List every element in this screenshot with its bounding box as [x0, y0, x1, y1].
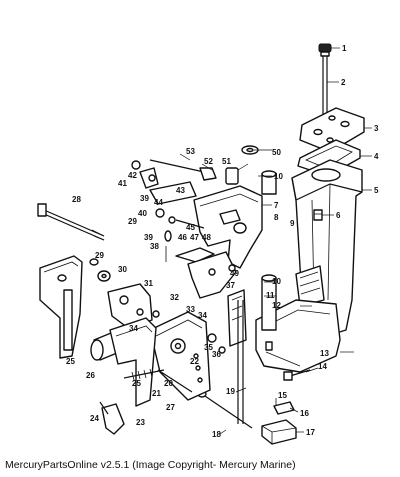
- callout-8: 8: [274, 213, 279, 222]
- trim-tab: [99, 401, 125, 435]
- callout-36: 36: [212, 350, 221, 359]
- plate-bracket: [107, 283, 160, 329]
- callout-13: 13: [320, 349, 329, 358]
- vertical-shaft: [237, 300, 244, 424]
- callout-2: 2: [341, 78, 346, 87]
- callout-10a: 10: [274, 172, 283, 181]
- bolt-14: [283, 369, 311, 381]
- swivel-tube: [261, 170, 277, 331]
- callout-20: 20: [164, 379, 173, 388]
- callout-30: 30: [118, 265, 127, 274]
- callout-48: 48: [202, 233, 211, 242]
- swivel-bracket: [193, 185, 263, 347]
- callout-33: 33: [186, 305, 195, 314]
- callout-26: 26: [86, 371, 95, 380]
- callout-34b: 34: [129, 324, 138, 333]
- callout-21: 21: [152, 389, 161, 398]
- callout-labels: 1 2 3 4 5 6 7 8 9 10 10 11 12 13 14 15 1…: [66, 44, 379, 439]
- left-bracket: [39, 255, 83, 359]
- small-parts-29-30: [89, 258, 111, 282]
- rubber-mount: [295, 265, 325, 307]
- long-bolt-28: [37, 203, 105, 241]
- callout-29a: 29: [128, 217, 137, 226]
- side-bracket: [109, 317, 157, 407]
- long-rod-18: [197, 390, 253, 429]
- callout-49: 49: [230, 269, 239, 278]
- top-plate: [299, 107, 365, 153]
- callout-42: 42: [128, 171, 137, 180]
- callout-12: 12: [272, 301, 281, 310]
- callout-51: 51: [222, 157, 231, 166]
- callout-41: 41: [118, 179, 127, 188]
- callout-47: 47: [190, 233, 199, 242]
- callout-32: 32: [170, 293, 179, 302]
- callout-35: 35: [204, 343, 213, 352]
- callout-22: 22: [190, 357, 199, 366]
- callout-7: 7: [274, 201, 279, 210]
- callout-31: 31: [144, 279, 153, 288]
- pin-20: [157, 369, 193, 393]
- callout-18: 18: [212, 430, 221, 439]
- callout-23: 23: [136, 418, 145, 427]
- parts-diagram: 1 2 3 4 5 6 7 8 9 10 10 11 12 13 14 15 1…: [37, 43, 379, 445]
- callout-46: 46: [178, 233, 187, 242]
- callout-24: 24: [90, 414, 99, 423]
- callout-53: 53: [186, 147, 195, 156]
- callout-9: 9: [290, 219, 295, 228]
- callout-27: 27: [166, 403, 175, 412]
- callout-4: 4: [374, 152, 379, 161]
- callout-19: 19: [226, 387, 235, 396]
- callout-45: 45: [186, 223, 195, 232]
- clamp-pieces: [261, 398, 297, 445]
- callout-40: 40: [138, 209, 147, 218]
- callout-25a: 25: [132, 379, 141, 388]
- callout-6: 6: [336, 211, 341, 220]
- callout-29b: 29: [95, 251, 104, 260]
- callout-16: 16: [300, 409, 309, 418]
- callout-5: 5: [374, 186, 379, 195]
- callout-44: 44: [154, 198, 163, 207]
- lower-mount-cover: [255, 299, 341, 373]
- spring-bolt: [123, 368, 165, 381]
- leader-lines: [179, 47, 372, 435]
- small-fitting: [313, 209, 323, 221]
- callout-38: 38: [150, 242, 159, 251]
- callout-1: 1: [342, 44, 347, 53]
- pins-washers: [155, 208, 205, 262]
- trim-link: [175, 247, 237, 299]
- callout-39b: 39: [144, 233, 153, 242]
- callout-37: 37: [226, 281, 235, 290]
- callout-3: 3: [374, 124, 379, 133]
- callout-15: 15: [278, 391, 287, 400]
- callout-25b: 25: [66, 357, 75, 366]
- callout-10b: 10: [272, 277, 281, 286]
- callout-14: 14: [318, 362, 327, 371]
- callout-52: 52: [204, 157, 213, 166]
- callout-34a: 34: [198, 311, 207, 320]
- lever-cluster: [131, 160, 197, 205]
- copyright-caption: MercuryPartsOnline v2.5.1 (Image Copyrig…: [5, 459, 296, 471]
- callout-50: 50: [272, 148, 281, 157]
- callout-28: 28: [72, 195, 81, 204]
- callout-11: 11: [266, 291, 275, 300]
- callout-43: 43: [176, 186, 185, 195]
- clamp-bracket: [149, 311, 226, 401]
- callout-17: 17: [306, 428, 315, 437]
- callout-39a: 39: [140, 194, 149, 203]
